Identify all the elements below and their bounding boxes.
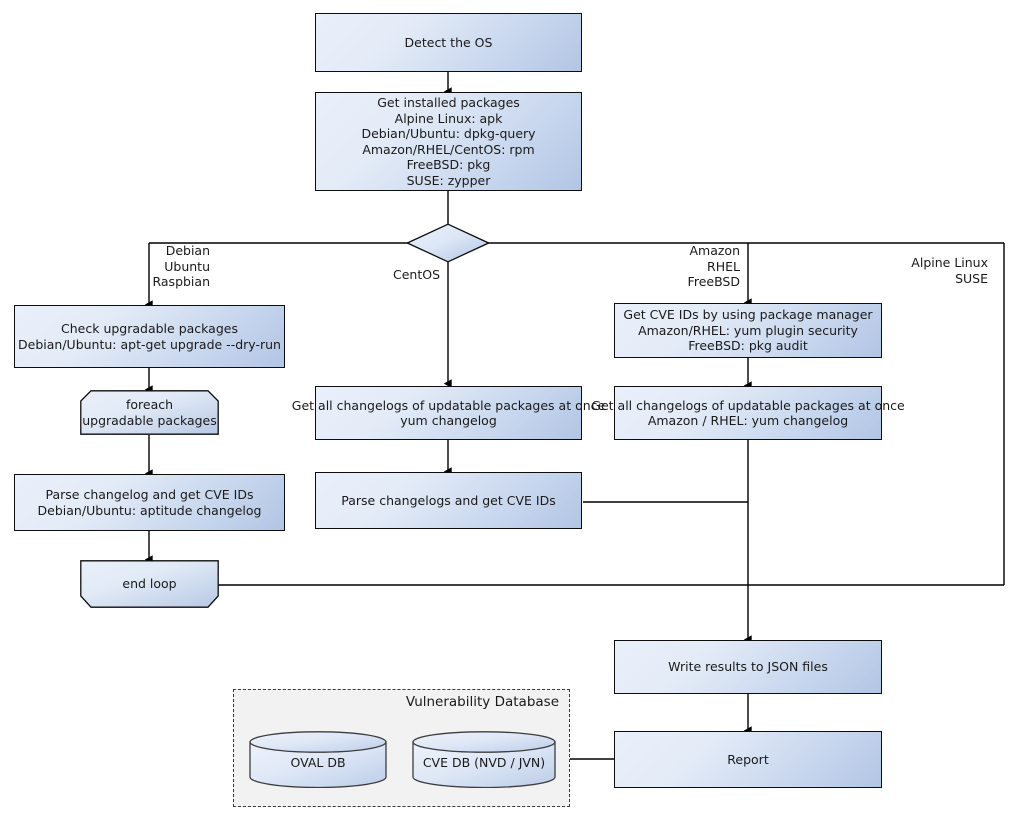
diamond-shape (405, 223, 491, 263)
node-changelogs-amazon-label: Get all changelogs of updatable packages… (591, 397, 905, 429)
node-write-results-label: Write results to JSON files (668, 659, 828, 675)
node-parse-changelogs-centos-label: Parse changelogs and get CVE IDs (341, 492, 556, 508)
edge-label-debian-branch: Debian Ubuntu Raspbian (152, 243, 210, 289)
endloop-shape (80, 560, 219, 608)
node-report[interactable]: Report (614, 731, 882, 788)
node-end-loop-label: end loop (122, 576, 177, 592)
node-detect-os[interactable]: Detect the OS (315, 13, 582, 72)
node-cve-db[interactable]: CVE DB (NVD / JVN) (412, 731, 556, 789)
node-report-label: Report (727, 751, 769, 767)
group-vulnerability-database-title: Vulnerability Database (405, 694, 559, 710)
node-detect-os-label: Detect the OS (404, 34, 493, 50)
node-oval-db[interactable]: OVAL DB (249, 731, 387, 789)
node-cve-db-label: CVE DB (NVD / JVN) (422, 754, 546, 770)
edge-label-alpine-branch: Alpine Linux SUSE (911, 255, 988, 286)
edge-label-centos-branch: CentOS (392, 267, 440, 282)
oval-db-cylinder-shape (249, 731, 387, 789)
node-oval-db-label: OVAL DB (290, 754, 346, 770)
cve-db-cylinder-shape (412, 731, 556, 789)
foreach-shape (80, 390, 219, 435)
node-changelogs-centos-label: Get all changelogs of updatable packages… (291, 397, 606, 429)
node-write-results[interactable]: Write results to JSON files (614, 640, 882, 694)
node-end-loop[interactable]: end loop (80, 560, 219, 608)
node-changelogs-amazon[interactable]: Get all changelogs of updatable packages… (591, 386, 905, 440)
edge-label-amazon-branch: Amazon RHEL FreeBSD (687, 243, 740, 289)
node-parse-changelogs-centos[interactable]: Parse changelogs and get CVE IDs (315, 472, 582, 529)
node-os-decision[interactable] (405, 223, 491, 263)
node-changelogs-centos[interactable]: Get all changelogs of updatable packages… (292, 386, 605, 440)
